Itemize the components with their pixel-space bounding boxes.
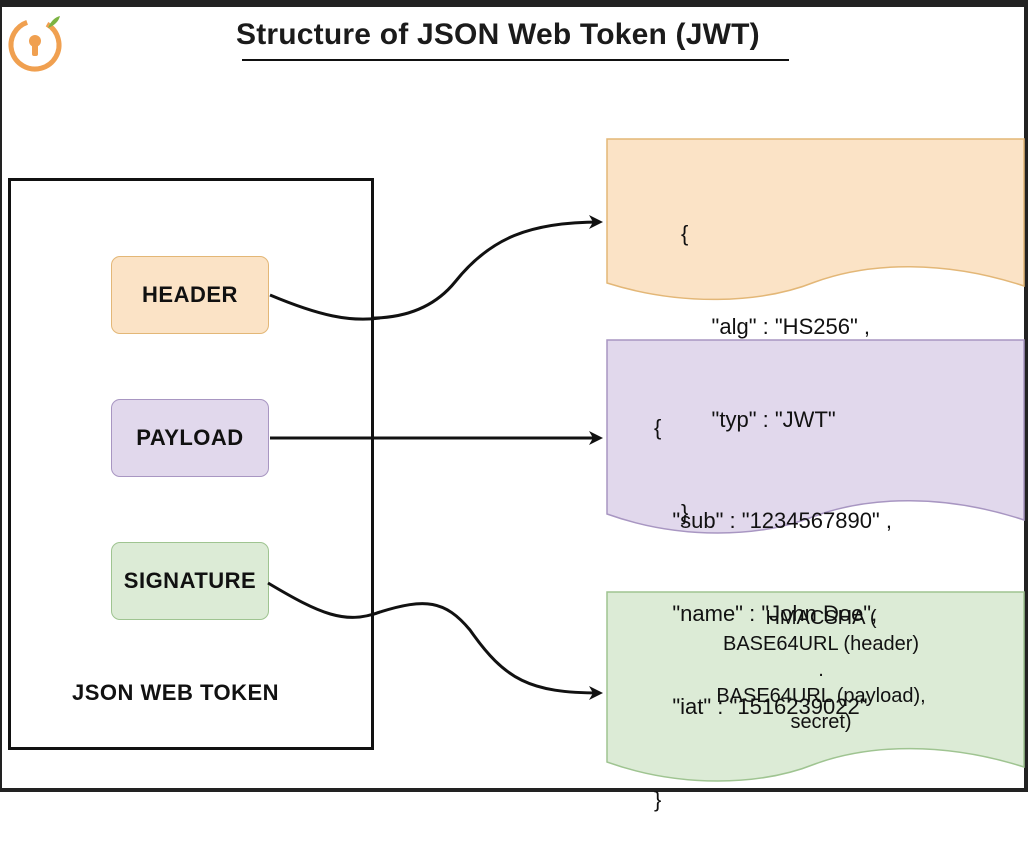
signature-formula-text: HMACSHA ( BASE64URL (header) . BASE64URL… <box>680 605 962 735</box>
code-line: "typ" : "JWT" <box>681 407 836 432</box>
code-line: { <box>681 221 689 246</box>
header-document-shape <box>606 138 1025 301</box>
code-line: "name" : "John Doe", <box>654 601 878 626</box>
payload-part-box: PAYLOAD <box>111 399 269 477</box>
code-line: "alg" : "HS256" , <box>681 314 870 339</box>
image-frame <box>0 0 1028 792</box>
payload-document-shape <box>606 339 1025 534</box>
formula-line: secret) <box>790 711 852 733</box>
title-underline <box>242 59 789 61</box>
signature-part-box: SIGNATURE <box>111 542 269 620</box>
code-line: } <box>681 500 689 525</box>
formula-line: . <box>818 659 824 681</box>
header-part-box: HEADER <box>111 256 269 334</box>
header-json-code: { "alg" : "HS256" , "typ" : "JWT" } <box>681 156 870 559</box>
diagram-canvas <box>267 138 1025 782</box>
code-line: { <box>654 415 662 440</box>
formula-line: BASE64URL (header) <box>722 633 920 655</box>
code-line: "sub" : "1234567890" , <box>654 508 892 533</box>
code-line: "iat" : "1516239022" <box>654 694 868 719</box>
formula-line: BASE64URL (payload), <box>716 685 926 707</box>
signature-document-shape <box>606 591 1025 782</box>
code-line: } <box>654 787 662 812</box>
formula-line: HMACSHA ( <box>765 607 877 629</box>
jwt-container-label: JSON WEB TOKEN <box>72 680 280 705</box>
diagram-title: Structure of JSON Web Token (JWT) <box>236 18 760 51</box>
payload-json-code: { "sub" : "1234567890" , "name" : "John … <box>654 350 892 846</box>
keyhole-logo-icon <box>8 16 62 72</box>
